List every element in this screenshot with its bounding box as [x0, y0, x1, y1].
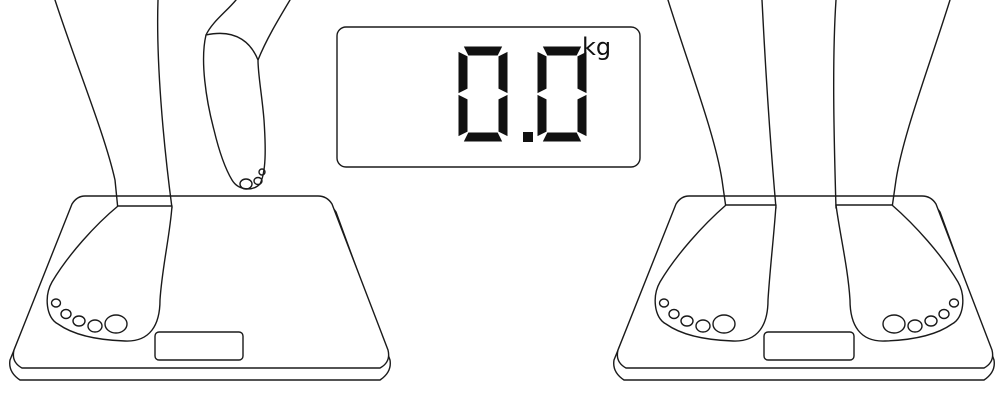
display-segment [463, 46, 503, 56]
scale-display: kg [337, 27, 640, 167]
display-decimal-point [523, 132, 533, 142]
display-segment [458, 51, 468, 94]
display-segment [498, 51, 508, 94]
display-unit: kg [582, 33, 611, 61]
display-segment [542, 46, 582, 56]
stepping-foot [204, 33, 266, 189]
left-standing-leg [55, 0, 118, 210]
stepping-leg [206, 0, 236, 35]
display-segment [463, 132, 503, 142]
right-right-leg [892, 0, 950, 208]
left-scale [10, 0, 391, 380]
right-scale [614, 0, 995, 380]
display-segment [537, 94, 547, 137]
display-segment [458, 94, 468, 137]
right-left-leg [668, 0, 726, 208]
display-segment [498, 94, 508, 137]
display-segment [577, 94, 587, 137]
display-segment [542, 132, 582, 142]
display-segment [537, 51, 547, 94]
display-digits [458, 46, 587, 142]
